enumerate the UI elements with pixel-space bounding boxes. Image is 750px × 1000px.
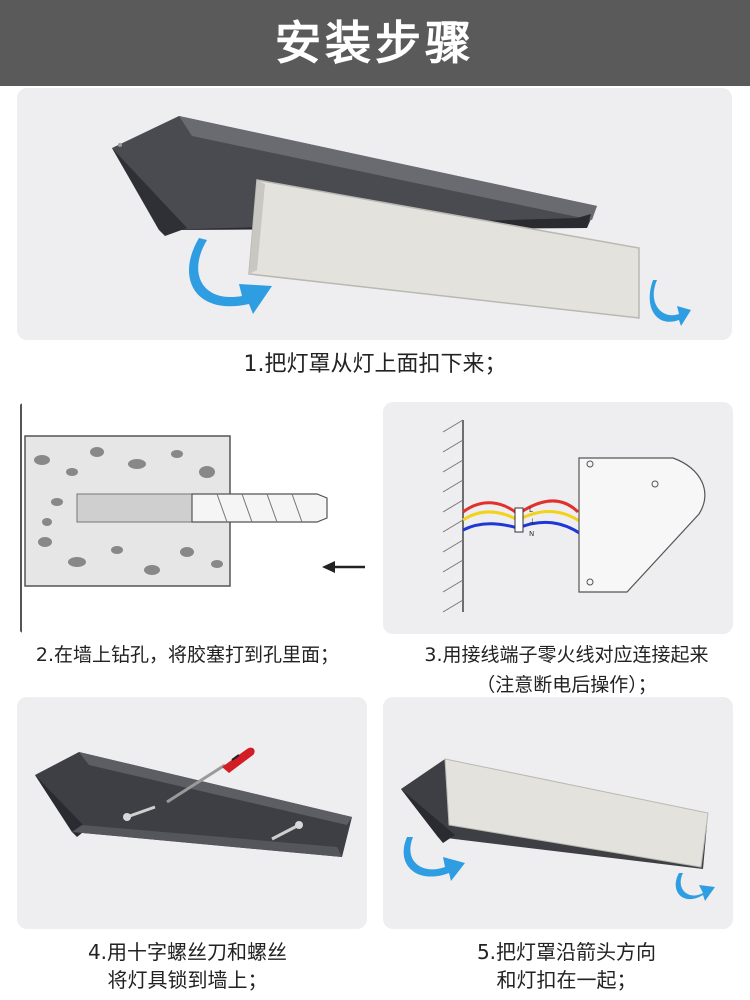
wall-anchor-illustration (192, 494, 327, 522)
step-3-caption-line1: 3.用接线端子零火线对应连接起来 (383, 640, 750, 670)
step-4-image (17, 697, 367, 929)
step-1-image (17, 88, 732, 340)
neutral-label: N (529, 530, 534, 538)
step-4-caption-line1: 4.用十字螺丝刀和螺丝 (0, 937, 375, 967)
page-title: 安装步骤 (0, 0, 750, 86)
wall-hatch-illustration (443, 420, 463, 612)
rotate-arrow-small-icon (650, 280, 691, 326)
header-bar: 安装步骤 (0, 0, 750, 86)
wires-illustration (463, 501, 581, 534)
earth-label: ⏚ (529, 518, 536, 526)
attach-arrow-icon (404, 837, 465, 881)
step-3-caption-line2: （注意断电后操作）； (383, 670, 750, 700)
attach-arrow-small-icon (676, 873, 715, 901)
step-1-caption: 1.把灯罩从灯上面扣下来； (0, 350, 750, 380)
step-5-image (383, 697, 733, 929)
step-3-image: L ⏚ N (383, 402, 733, 634)
step-5-caption-line1: 5.把灯罩沿箭头方向 (383, 937, 750, 967)
step-4-caption-line2: 将灯具锁到墙上； (0, 965, 375, 995)
lamp-body-open-illustration (35, 752, 352, 857)
step-5-caption-line2: 和灯扣在一起； (383, 965, 750, 995)
live-label: L (529, 506, 533, 514)
step-2-image (17, 402, 367, 634)
insert-arrow-icon (322, 561, 365, 573)
step-2-caption: 2.在墙上钻孔，将胶塞打到孔里面； (0, 640, 375, 670)
lamp-end-cap-illustration (579, 458, 705, 592)
